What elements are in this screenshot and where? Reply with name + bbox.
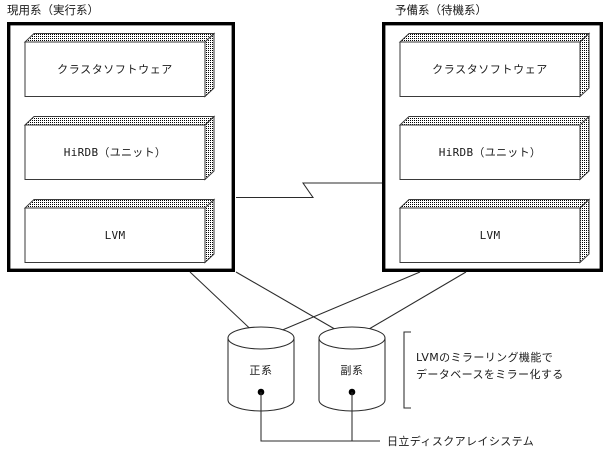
- prism-side-face: [204, 115, 215, 181]
- prism-top-face: [398, 199, 591, 209]
- prism-top-face: [23, 199, 216, 209]
- standby-layer-label-hirdb-unit: HiRDB（ユニット）: [439, 146, 541, 159]
- prism-front-face: [399, 207, 581, 263]
- cylinder-body: [318, 337, 386, 412]
- prism-front-face: [24, 124, 206, 180]
- active-layer-lvm: LVM: [23, 198, 216, 264]
- prism-side-face: [204, 32, 215, 98]
- standby-layer-lvm: LVM: [398, 198, 591, 264]
- prism-front-face: [399, 124, 581, 180]
- link-standby-to-primary: [260, 271, 421, 340]
- active-layer-label-lvm: LVM: [105, 229, 126, 242]
- prism-front-face: [399, 41, 581, 97]
- prism-side-face: [579, 115, 590, 181]
- prism-top-face: [23, 33, 216, 43]
- standby-layer-hirdb-unit: HiRDB（ユニット）: [398, 115, 591, 181]
- prism-side-face: [579, 32, 590, 98]
- standby-system-title: 予備系（待機系）: [395, 3, 487, 17]
- disk-cross-links: [189, 271, 467, 340]
- active-system-group: 現用系（実行系） クラスタソフトウェア HiRDB（ユニット）: [6, 3, 236, 273]
- standby-layer-label-cluster-software: クラスタソフトウェア: [432, 63, 548, 76]
- standby-system-group: 予備系（待機系） クラスタソフトウェア HiRDB（ユニット）: [382, 3, 604, 273]
- prism-side-face: [579, 198, 590, 264]
- cluster-interconnect: [236, 182, 382, 199]
- standby-layer-cluster-software: クラスタソフトウェア: [398, 32, 591, 98]
- active-layer-label-cluster-software: クラスタソフトウェア: [57, 63, 173, 76]
- mirror-note-line-1: LVMのミラーリング機能で: [416, 350, 553, 364]
- active-system-title: 現用系（実行系）: [7, 3, 99, 17]
- bus-line-primary: [260, 392, 380, 442]
- prism-side-face: [204, 198, 215, 264]
- prism-top-face: [23, 116, 216, 126]
- prism-top-face: [398, 116, 591, 126]
- link-active-to-secondary: [235, 271, 353, 340]
- active-layer-label-hirdb-unit: HiRDB（ユニット）: [64, 146, 166, 159]
- mirror-note-line-2: データベースをミラー化する: [416, 367, 564, 381]
- cylinder-body: [227, 337, 295, 412]
- mirror-annotation-group: LVMのミラーリング機能で データベースをミラー化する: [403, 331, 564, 409]
- cylinder-top: [318, 326, 386, 350]
- disk-secondary-group: 副系: [318, 326, 386, 412]
- disk-array-note: 日立ディスクアレイシステム: [387, 434, 534, 448]
- prism-front-face: [24, 207, 206, 263]
- interconnect-line: [236, 182, 382, 199]
- disk-array-bus: [260, 392, 380, 442]
- active-layer-hirdb-unit: HiRDB（ユニット）: [23, 115, 216, 181]
- cylinder-top: [227, 326, 295, 350]
- active-layer-cluster-software: クラスタソフトウェア: [23, 32, 216, 98]
- disk-label-primary: 正系: [249, 364, 272, 377]
- standby-layer-label-lvm: LVM: [480, 229, 501, 242]
- prism-top-face: [398, 33, 591, 43]
- disk-label-secondary: 副系: [340, 364, 363, 377]
- disk-primary-group: 正系: [227, 326, 295, 412]
- prism-front-face: [24, 41, 206, 97]
- mirror-bracket: [403, 331, 411, 409]
- link-standby-to-secondary: [351, 271, 467, 340]
- disk-array-annotation-group: 日立ディスクアレイシステム: [387, 434, 534, 448]
